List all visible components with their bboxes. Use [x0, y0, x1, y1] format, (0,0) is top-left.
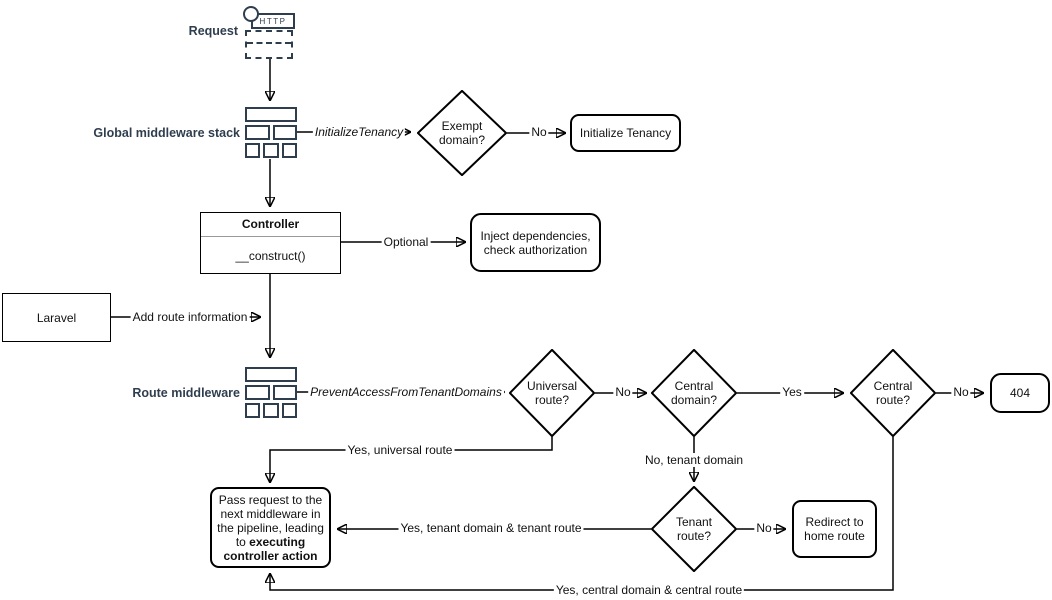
node-controller: Controller __construct() [200, 212, 341, 274]
decision-universal-route-label: Universal route? [526, 379, 577, 407]
edge-label-universal-no: No [613, 385, 633, 399]
node-inject-dependencies: Inject dependencies, check authorization [470, 213, 601, 272]
request-circle-glyph [243, 6, 259, 22]
edge-label-tenant-route-no: No [754, 521, 774, 535]
node-redirect-home: Redirect to home route [792, 500, 877, 558]
controller-title: Controller [201, 213, 340, 237]
edge-label-initialize-tenancy: InitializeTenancy [312, 125, 406, 139]
global-middleware-stack-label: Global middleware stack [93, 126, 240, 140]
decision-tenant-route: Tenant route? [651, 486, 737, 572]
middleware-stack-icon [245, 367, 297, 418]
node-laravel: Laravel [2, 293, 111, 342]
decision-central-domain: Central domain? [651, 349, 737, 437]
node-404: 404 [990, 373, 1050, 413]
decision-central-route: Central route? [850, 349, 936, 437]
edge-label-optional: Optional [381, 235, 431, 249]
request-label: Request [188, 24, 238, 38]
decision-universal-route: Universal route? [509, 349, 595, 437]
route-middleware-label: Route middleware [132, 386, 240, 400]
http-request-icon: HTTP [243, 6, 295, 59]
edge-label-prevent-access: PreventAccessFromTenantDomains [308, 385, 504, 399]
decision-central-domain-label: Central domain? [670, 379, 718, 407]
edge-label-central-route-no: No [951, 385, 971, 399]
decision-central-route-label: Central route? [873, 379, 913, 407]
node-redirect-home-label: Redirect to home route [804, 515, 865, 543]
node-404-label: 404 [1009, 386, 1031, 400]
edge-label-central-domain-yes: Yes [780, 385, 804, 399]
pass-request-bold-text: executing controller action [223, 534, 318, 563]
decision-tenant-route-label: Tenant route? [675, 515, 713, 543]
node-pass-request-label: Pass request to the next middleware in t… [217, 492, 324, 563]
edge-label-exempt-no: No [529, 125, 549, 139]
controller-method: __construct() [235, 248, 306, 263]
node-laravel-label: Laravel [36, 310, 77, 325]
node-inject-dependencies-label: Inject dependencies, check authorization [480, 228, 591, 257]
decision-exempt-domain-label: Exempt domain? [438, 119, 486, 147]
node-initialize-tenancy: Initialize Tenancy [570, 114, 681, 152]
node-pass-request: Pass request to the next middleware in t… [210, 487, 331, 568]
edge-label-add-route-information: Add route information [130, 310, 250, 324]
decision-exempt-domain: Exempt domain? [417, 90, 507, 176]
edge-label-no-tenant-domain: No, tenant domain [642, 453, 746, 467]
edge-label-yes-universal-route: Yes, universal route [345, 443, 455, 457]
edge-label-yes-central-domain-central-route: Yes, central domain & central route [553, 583, 745, 597]
node-initialize-tenancy-label: Initialize Tenancy [579, 126, 672, 140]
edge-label-yes-tenant-domain-tenant-route: Yes, tenant domain & tenant route [398, 521, 584, 535]
request-body-glyph [245, 30, 293, 59]
middleware-stack-icon [245, 107, 297, 158]
